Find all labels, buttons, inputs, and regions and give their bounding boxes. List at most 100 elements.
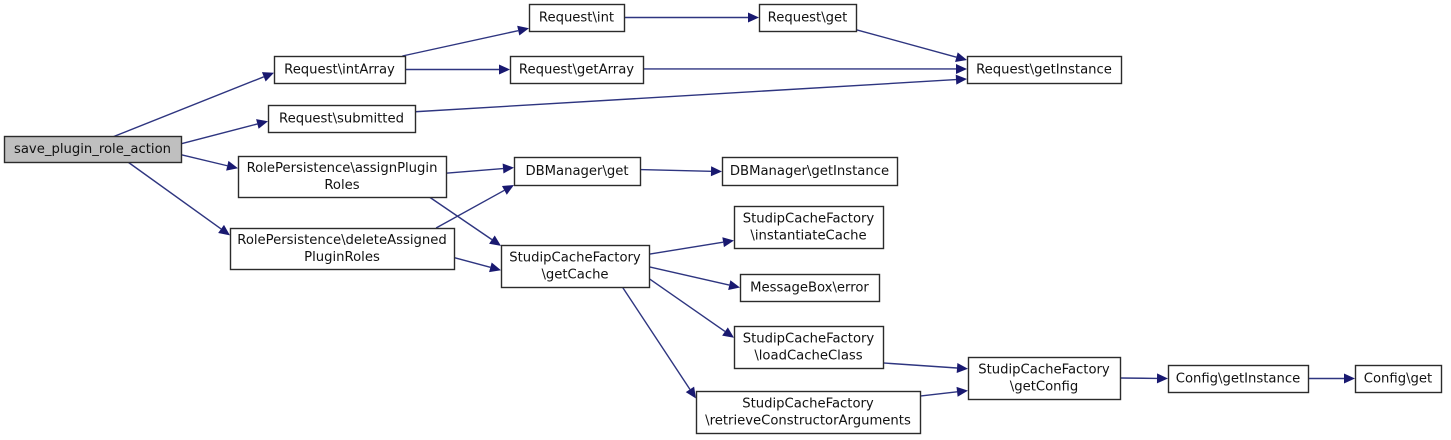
arrowhead-icon bbox=[955, 52, 967, 62]
graph-node-scf-instantiateCache[interactable]: StudipCacheFactory\instantiateCache bbox=[733, 205, 885, 250]
graph-node-dbmanager-get[interactable]: DBManager\get bbox=[513, 156, 642, 187]
node-box[interactable] bbox=[513, 156, 642, 187]
arrowhead-icon bbox=[489, 235, 501, 246]
graph-node-scf-loadCacheClass[interactable]: StudipCacheFactory\loadCacheClass bbox=[733, 325, 885, 370]
node-label: StudipCacheFactory\retrieveConstructorAr… bbox=[705, 397, 911, 429]
node-box[interactable] bbox=[739, 273, 881, 303]
arrowhead-icon bbox=[261, 72, 274, 82]
node-box[interactable] bbox=[966, 55, 1123, 85]
node-box[interactable] bbox=[1167, 364, 1310, 394]
node-box[interactable] bbox=[1354, 364, 1443, 394]
call-edge bbox=[180, 154, 228, 167]
call-edge bbox=[648, 278, 726, 333]
node-box[interactable] bbox=[267, 104, 417, 134]
graph-node-messagebox-error[interactable]: MessageBox\error bbox=[739, 273, 881, 303]
node-label: StudipCacheFactory\loadCacheClass bbox=[743, 332, 875, 364]
arrowhead-icon bbox=[710, 166, 722, 177]
node-box[interactable] bbox=[509, 55, 645, 85]
node-label: Config\getInstance bbox=[1176, 372, 1301, 387]
graph-node-request-getInstance[interactable]: Request\getInstance bbox=[966, 55, 1123, 85]
call-edge bbox=[180, 123, 258, 145]
arrowhead-icon bbox=[956, 63, 967, 74]
call-edge bbox=[639, 168, 712, 172]
arrowhead-icon bbox=[722, 237, 734, 248]
node-label: save_plugin_role_action bbox=[14, 142, 171, 157]
arrowhead-icon bbox=[685, 386, 696, 399]
call-edge bbox=[648, 266, 730, 286]
graph-node-config-get[interactable]: Config\get bbox=[1354, 364, 1443, 394]
arrowhead-icon bbox=[956, 363, 968, 373]
arrowhead-icon bbox=[499, 64, 510, 75]
arrowhead-icon bbox=[517, 25, 529, 36]
node-box[interactable] bbox=[733, 325, 885, 370]
call-edge bbox=[414, 78, 957, 113]
arrowhead-icon bbox=[1156, 373, 1168, 384]
graph-node-scf-retrieveConstructorArguments[interactable]: StudipCacheFactory\retrieveConstructorAr… bbox=[695, 390, 922, 435]
arrowhead-icon bbox=[218, 224, 230, 236]
node-box[interactable] bbox=[758, 3, 858, 33]
graph-node-request-getArray[interactable]: Request\getArray bbox=[509, 55, 645, 85]
graph-node-dbmanager-getInstance[interactable]: DBManager\getInstance bbox=[721, 156, 899, 187]
node-label: Request\int bbox=[539, 11, 614, 26]
call-edge bbox=[648, 241, 724, 255]
node-box[interactable] bbox=[967, 356, 1122, 401]
call-edge bbox=[882, 362, 958, 369]
node-label: Request\getArray bbox=[519, 63, 634, 78]
arrowhead-icon bbox=[955, 74, 967, 85]
call-edge bbox=[855, 28, 957, 58]
node-label: Request\submitted bbox=[279, 112, 404, 127]
graph-node-request-get[interactable]: Request\get bbox=[758, 3, 858, 33]
arrowhead-icon bbox=[502, 163, 514, 174]
arrowhead-icon bbox=[489, 262, 501, 273]
graph-node-save-plugin-role-action[interactable]: save_plugin_role_action bbox=[3, 135, 183, 164]
graph-node-scf-getConfig[interactable]: StudipCacheFactory\getConfig bbox=[967, 356, 1122, 401]
graph-node-config-getInstance[interactable]: Config\getInstance bbox=[1167, 364, 1310, 394]
arrowhead-icon bbox=[748, 12, 759, 23]
graph-node-request-intArray[interactable]: Request\intArray bbox=[273, 55, 407, 85]
node-box[interactable] bbox=[3, 135, 183, 164]
node-box[interactable] bbox=[273, 55, 407, 85]
node-box[interactable] bbox=[500, 244, 651, 289]
arrowhead-icon bbox=[226, 160, 238, 171]
node-label: StudipCacheFactory\getCache bbox=[509, 251, 641, 283]
arrowhead-icon bbox=[956, 386, 968, 397]
node-label: Request\getInstance bbox=[976, 63, 1112, 78]
call-edge bbox=[621, 286, 691, 390]
arrowhead-icon bbox=[728, 280, 740, 290]
call-edge bbox=[127, 161, 222, 230]
graph-node-scf-getCache[interactable]: StudipCacheFactory\getCache bbox=[500, 244, 651, 289]
call-edge bbox=[453, 256, 491, 269]
call-edge bbox=[402, 29, 519, 57]
nodes-layer: save_plugin_role_actionRequest\intArrayR… bbox=[3, 3, 1443, 435]
graph-node-request-int[interactable]: Request\int bbox=[528, 3, 626, 33]
graph-node-request-submitted[interactable]: Request\submitted bbox=[267, 104, 417, 134]
node-label: Request\get bbox=[768, 11, 848, 26]
call-edge bbox=[445, 167, 504, 174]
call-edge bbox=[919, 391, 958, 397]
call-edge bbox=[435, 189, 505, 229]
arrowhead-icon bbox=[256, 119, 268, 129]
node-label: StudipCacheFactory\instantiateCache bbox=[743, 212, 875, 244]
arrowhead-icon bbox=[501, 185, 514, 195]
node-box[interactable] bbox=[237, 155, 448, 199]
node-box[interactable] bbox=[695, 390, 922, 435]
node-label: MessageBox\error bbox=[750, 281, 869, 296]
node-label: Config\get bbox=[1364, 372, 1432, 387]
call-edge bbox=[113, 76, 265, 138]
node-box[interactable] bbox=[528, 3, 626, 33]
edges-layer bbox=[113, 12, 1355, 399]
node-label: Request\intArray bbox=[284, 63, 395, 78]
node-label: DBManager\getInstance bbox=[730, 164, 889, 179]
call-edge bbox=[428, 196, 493, 241]
node-box[interactable] bbox=[229, 227, 456, 271]
node-box[interactable] bbox=[733, 205, 885, 250]
node-box[interactable] bbox=[721, 156, 899, 187]
node-label: StudipCacheFactory\getConfig bbox=[978, 363, 1110, 395]
arrowhead-icon bbox=[722, 327, 734, 338]
